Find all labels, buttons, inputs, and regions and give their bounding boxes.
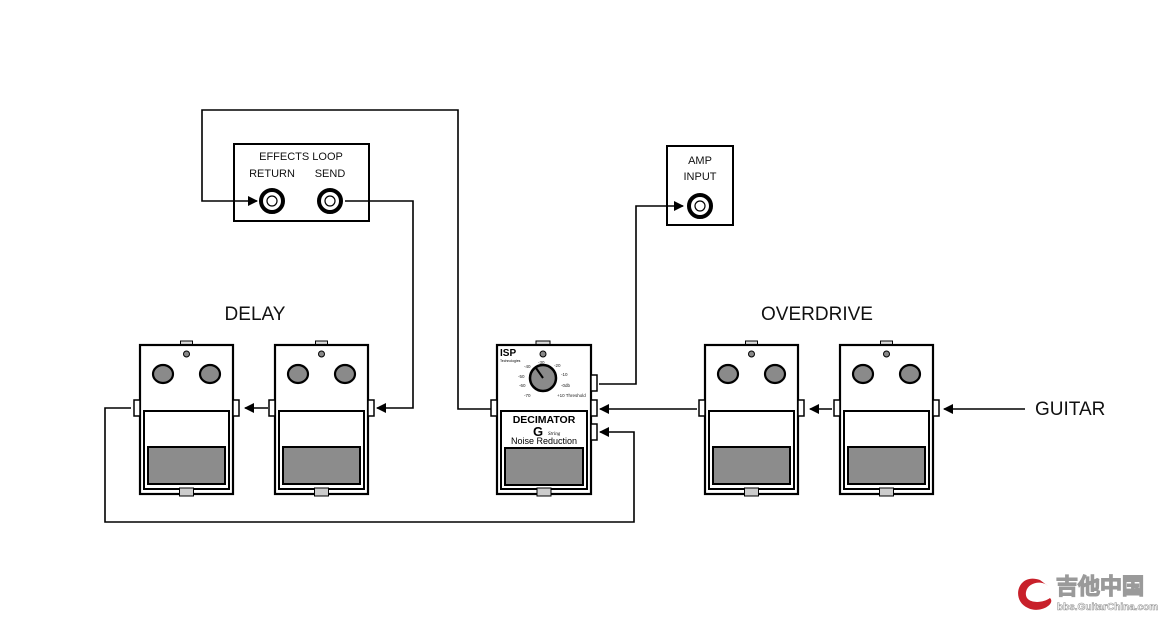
input-jack[interactable] (932, 399, 940, 417)
svg-text:-10: -10 (561, 372, 568, 377)
g-logo: G (533, 424, 543, 439)
knob-left[interactable] (716, 363, 740, 385)
led-indicator (318, 350, 325, 358)
svg-text:-40: -40 (524, 364, 531, 369)
overdrive-label: OVERDRIVE (761, 304, 873, 325)
dragon-logo-icon (1018, 578, 1052, 610)
cable-send-delay2 (345, 200, 414, 413)
decimator-jack-out[interactable] (590, 374, 598, 392)
knob-left[interactable] (286, 363, 310, 385)
isp-subtitle: Technologies (500, 359, 521, 363)
input-jack[interactable] (232, 399, 240, 417)
led-indicator (883, 350, 890, 358)
guitarchina-watermark: 吉他中国 bbs.GuitarChina.com (1018, 573, 1159, 613)
cable-decimator-return (201, 109, 492, 410)
cables (104, 109, 1025, 523)
knob-right[interactable] (333, 363, 357, 385)
footswitch[interactable] (147, 446, 226, 485)
input-label: INPUT (684, 171, 717, 183)
decimator-jack-in[interactable] (590, 399, 598, 417)
svg-text:-0db: -0db (561, 383, 571, 388)
footswitch[interactable] (712, 446, 791, 485)
knob-left[interactable] (151, 363, 175, 385)
input-jack[interactable] (797, 399, 805, 417)
decimator-title: DECIMATOR (513, 414, 576, 426)
svg-text:-70: -70 (524, 393, 531, 398)
guitar-label: GUITAR (1035, 399, 1105, 420)
noise-reduction-label: Noise Reduction (511, 436, 577, 446)
svg-text:-60: -60 (519, 383, 526, 388)
amp-label: AMP (688, 155, 712, 167)
isp-logo: ISP (500, 348, 516, 359)
knob-right[interactable] (898, 363, 922, 385)
overdrive-pedal-1[interactable] (698, 340, 805, 497)
decimator-jack-left[interactable] (490, 399, 498, 417)
g-string-script: String (548, 432, 561, 437)
svg-text:+10 Threshold: +10 Threshold (557, 393, 586, 398)
knob-scale: -70 -60 -50 -40 -30 -20 -10 -0db +10 Thr… (518, 360, 586, 398)
led-indicator (183, 350, 190, 358)
return-label: RETURN (249, 168, 295, 180)
knob-right[interactable] (763, 363, 787, 385)
decimator-pedal[interactable]: ISP Technologies -70 -60 -50 -40 -30 -20… (490, 340, 598, 497)
send-label: SEND (315, 168, 346, 180)
overdrive-pedal-2[interactable] (833, 340, 940, 497)
svg-text:-20: -20 (554, 363, 561, 368)
led-indicator (748, 350, 755, 358)
amp-input-jack-icon[interactable] (687, 193, 713, 219)
svg-text:-50: -50 (518, 374, 525, 379)
footswitch[interactable] (282, 446, 361, 485)
output-jack[interactable] (133, 399, 141, 417)
output-jack[interactable] (698, 399, 706, 417)
decimator-footswitch[interactable] (504, 447, 584, 486)
output-jack[interactable] (833, 399, 841, 417)
watermark-url: bbs.GuitarChina.com (1057, 602, 1158, 613)
amp-input-box: AMP INPUT (666, 145, 734, 226)
return-jack-icon[interactable] (259, 188, 285, 214)
cable-delay1-decimator (104, 407, 635, 523)
delay-label: DELAY (225, 304, 286, 325)
decimator-jack-return[interactable] (590, 423, 598, 441)
input-jack[interactable] (367, 399, 375, 417)
delay-pedal-2[interactable] (268, 340, 375, 497)
effects-loop-box: EFFECTS LOOP RETURN SEND (233, 143, 370, 222)
delay-pedal-1[interactable] (133, 340, 240, 497)
output-jack[interactable] (268, 399, 276, 417)
battery-clip (879, 487, 894, 497)
svg-text:-30: -30 (538, 360, 545, 365)
footswitch[interactable] (847, 446, 926, 485)
cable-decimator-amp (599, 201, 684, 385)
effects-loop-title: EFFECTS LOOP (259, 151, 343, 163)
led-indicator (539, 350, 547, 358)
watermark-cn-text: 吉他中国 (1056, 574, 1144, 600)
knob-right[interactable] (198, 363, 222, 385)
battery-clip (744, 487, 759, 497)
battery-clip (314, 487, 329, 497)
knob-left[interactable] (851, 363, 875, 385)
send-jack-icon[interactable] (317, 188, 343, 214)
battery-clip (179, 487, 194, 497)
